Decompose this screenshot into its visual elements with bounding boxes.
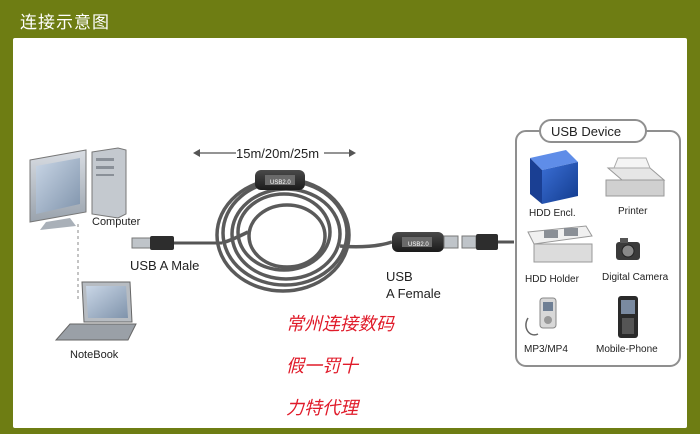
watermark-line-1: 假一罚十 — [286, 356, 360, 377]
length-arrow — [193, 149, 356, 157]
device-label-5: Mobile-Phone — [596, 344, 658, 355]
usb-device-title-pill — [539, 119, 647, 143]
mobile-phone-icon — [618, 296, 638, 338]
page-title: 连接示意图 — [20, 13, 110, 33]
device-label-3: Digital Camera — [602, 272, 669, 283]
hdd-holder-icon — [527, 225, 593, 263]
repeater-chip-top — [255, 170, 305, 190]
device-label-2: HDD Holder — [525, 274, 580, 285]
hdd-enclosure-icon — [530, 150, 578, 204]
repeater-chip-right — [392, 232, 459, 252]
device-plug-icon — [461, 234, 514, 250]
printer-icon — [605, 157, 666, 197]
chip-left-label: USB2.0 — [270, 180, 291, 186]
watermark-line-0: 常州连接数码 — [286, 314, 395, 335]
usb-device-title: USB Device — [551, 124, 621, 139]
device-label-4: MP3/MP4 — [524, 344, 568, 355]
chip-right-label: USB2.0 — [408, 242, 429, 248]
computer-icon — [29, 147, 127, 230]
device-label-0: HDD Encl. — [529, 208, 576, 219]
mp3-player-icon — [525, 297, 557, 336]
watermark-line-2: 力特代理 — [286, 398, 361, 419]
header-bar: 连接示意图 — [0, 0, 700, 38]
usb-a-male-plug-icon — [131, 236, 222, 250]
usb-a-male-label: USB A Male — [130, 258, 199, 273]
notebook-label: NoteBook — [70, 349, 119, 361]
digital-camera-icon — [616, 238, 640, 260]
computer-label: Computer — [92, 216, 141, 228]
usb-a-female-label-line2: A Female — [386, 286, 441, 301]
device-label-1: Printer — [618, 206, 648, 217]
usb-a-female-label-line1: USB — [386, 269, 413, 284]
cable-length-label: 15m/20m/25m — [236, 146, 319, 161]
notebook-icon — [54, 281, 137, 341]
